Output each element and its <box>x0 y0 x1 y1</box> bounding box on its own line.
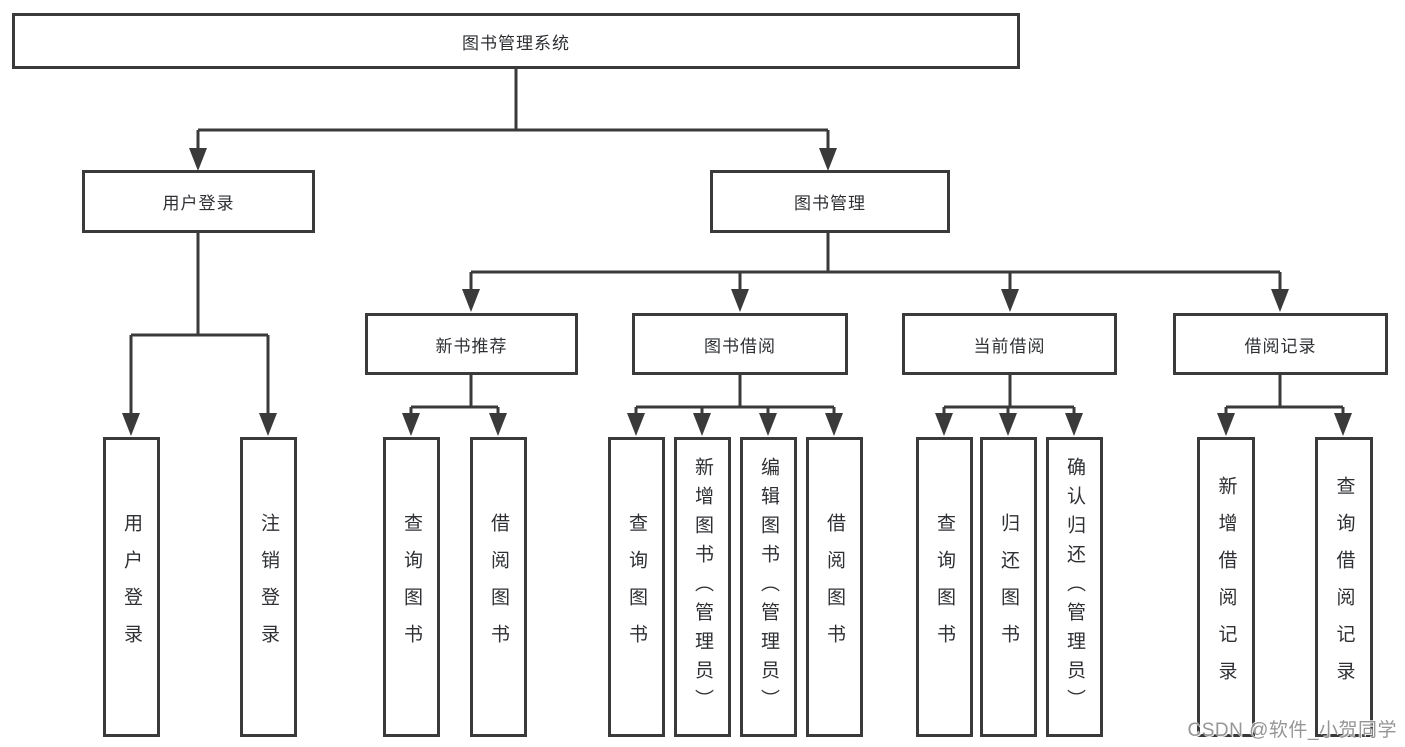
node-book-borrow: 图书借阅 <box>632 313 848 375</box>
node-label: 图书借阅 <box>704 336 776 356</box>
leaf-add-borrow-record: 新增借阅记录 <box>1197 437 1255 737</box>
leaf-logout: 注销登录 <box>240 437 297 737</box>
node-label: 查询图书 <box>626 513 647 661</box>
node-book-management: 图书管理 <box>710 170 950 233</box>
connector-user-login-to-leaves <box>122 233 277 436</box>
node-label: 借阅图书 <box>824 513 845 661</box>
node-label: 确认归还（管理员） <box>1064 456 1085 718</box>
node-label: 借阅记录 <box>1244 336 1317 356</box>
node-label: 新增借阅记录 <box>1215 476 1237 698</box>
connector-book-management-to-level3 <box>462 233 1289 312</box>
node-label: 用户登录 <box>121 513 142 661</box>
connector-book-borrow-to-leaves <box>627 375 843 436</box>
node-label: 新书推荐 <box>435 336 508 356</box>
connector-new-book-to-leaves <box>402 375 507 436</box>
node-label: 查询图书 <box>401 513 422 661</box>
csdn-watermark: CSDN @软件_小贺同学 <box>1187 720 1397 741</box>
connector-borrow-records-to-leaves <box>1217 375 1352 436</box>
leaf-query-books-borrow: 查询图书 <box>608 437 665 737</box>
node-new-book-recommend: 新书推荐 <box>365 313 578 375</box>
node-label: 当前借阅 <box>973 336 1046 356</box>
leaf-add-books-admin: 新增图书（管理员） <box>674 437 731 737</box>
node-label: 查询借阅记录 <box>1333 476 1355 698</box>
connector-root-to-level2 <box>189 69 837 171</box>
node-label: 图书管理系统 <box>462 33 570 53</box>
node-label: 新增图书（管理员） <box>692 456 713 718</box>
node-current-borrow: 当前借阅 <box>902 313 1117 375</box>
leaf-borrow-books-recommend: 借阅图书 <box>470 437 527 737</box>
node-borrow-records: 借阅记录 <box>1173 313 1388 375</box>
node-label: 查询图书 <box>934 513 955 661</box>
node-root-library-system: 图书管理系统 <box>12 13 1020 69</box>
node-label: 图书管理 <box>794 194 866 213</box>
leaf-user-login: 用户登录 <box>103 437 160 737</box>
leaf-query-books-recommend: 查询图书 <box>383 437 440 737</box>
node-label: 借阅图书 <box>488 513 509 661</box>
leaf-borrow-books: 借阅图书 <box>806 437 863 737</box>
leaf-query-borrow-record: 查询借阅记录 <box>1315 437 1373 737</box>
node-label: 归还图书 <box>998 513 1019 661</box>
leaf-query-books-current: 查询图书 <box>916 437 973 737</box>
node-label: 编辑图书（管理员） <box>758 456 779 718</box>
leaf-confirm-return-admin: 确认归还（管理员） <box>1046 437 1103 737</box>
node-label: 用户登录 <box>162 194 235 213</box>
node-user-login: 用户登录 <box>82 170 315 233</box>
leaf-edit-books-admin: 编辑图书（管理员） <box>740 437 797 737</box>
leaf-return-books: 归还图书 <box>980 437 1037 737</box>
connector-current-borrow-to-leaves <box>935 375 1083 436</box>
node-label: 注销登录 <box>258 513 279 661</box>
